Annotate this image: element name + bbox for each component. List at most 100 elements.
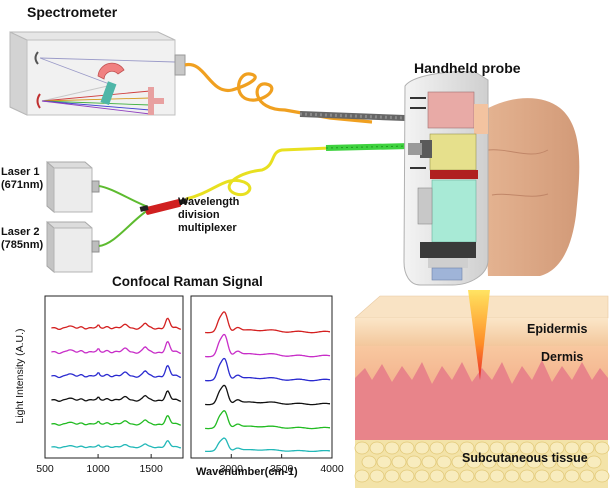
fat-cell-3 [384, 441, 400, 455]
laser-1-name: Laser 1 [1, 166, 40, 178]
fat-cell-40 [444, 469, 460, 483]
fat-cell-13 [534, 441, 550, 455]
fat-cell-22 [421, 455, 437, 469]
probe-lens-block [431, 179, 477, 243]
laser-2-label: Laser 2 (785nm) [1, 226, 43, 252]
fat-cells [354, 441, 610, 483]
spectrometer-grating [97, 62, 125, 80]
fat-cell-37 [399, 469, 415, 483]
spectrometer-detector [148, 87, 164, 115]
fat-cell-18 [361, 455, 377, 469]
high-wavenumber-series-3 [205, 357, 331, 382]
collection-fiber-connector [299, 111, 406, 121]
fingerprint-series-1 [51, 317, 182, 331]
fat-cell-4 [399, 441, 415, 455]
fingerprint-tick-label-500: 500 [36, 463, 54, 475]
laser-2 [46, 220, 100, 274]
fat-cell-36 [384, 469, 400, 483]
high-wavenumber-series-2 [205, 333, 331, 358]
chart-xlabel: Wavenumber(cm-1) [196, 466, 298, 478]
chart-title: Confocal Raman Signal [112, 274, 263, 289]
high-wavenumber-series-1 [205, 311, 331, 334]
fat-cell-27 [496, 455, 512, 469]
fat-cell-45 [519, 469, 535, 483]
fat-cell-39 [429, 469, 445, 483]
fat-cell-31 [556, 455, 572, 469]
fat-cell-48 [564, 469, 580, 483]
fat-cell-5 [414, 441, 430, 455]
fat-cell-24 [451, 455, 467, 469]
handheld-probe-label: Handheld probe [414, 60, 521, 76]
fat-cell-6 [429, 441, 445, 455]
high-wavenumber-tick-label-3500: 3500 [270, 463, 294, 475]
handheld-probe [403, 71, 580, 286]
fat-cell-20 [391, 455, 407, 469]
fat-cell-38 [414, 469, 430, 483]
high-wavenumber-tick-label-3000: 3000 [220, 463, 244, 475]
fat-cell-23 [436, 455, 452, 469]
fat-cell-46 [534, 469, 550, 483]
fat-cell-41 [459, 469, 475, 483]
laser-1 [46, 160, 100, 214]
fingerprint-series-2 [51, 340, 182, 355]
spectrometer-label: Spectrometer [27, 4, 118, 20]
fingerprint-series-3 [51, 364, 182, 379]
fat-cell-26 [481, 455, 497, 469]
spectrometer [9, 31, 186, 116]
fat-cell-28 [511, 455, 527, 469]
subcutaneous-label: Subcutaneous tissue [462, 451, 588, 465]
high-wavenumber-series-4 [205, 384, 331, 406]
dermis-label: Dermis [541, 350, 584, 364]
fat-cell-43 [489, 469, 505, 483]
spectrometer-port [174, 54, 186, 76]
high-wavenumber-series-6 [205, 437, 331, 453]
laser-2-fiber [98, 209, 149, 247]
skin-cross-section [354, 295, 610, 488]
fat-cell-9 [474, 441, 490, 455]
fat-cell-7 [444, 441, 460, 455]
fat-cell-47 [549, 469, 565, 483]
fingerprint-panel-frame [44, 295, 184, 459]
epidermis-label: Epidermis [527, 322, 588, 336]
wdm-label-line-3: multiplexer [178, 222, 237, 234]
fingerprint-series-6 [51, 439, 181, 449]
fat-cell-17 [594, 441, 610, 455]
fat-cell-11 [504, 441, 520, 455]
laser-1-label: Laser 1 (671nm) [1, 166, 43, 192]
fat-cell-44 [504, 469, 520, 483]
spectrometer-mirror [34, 51, 39, 65]
fat-cell-35 [369, 469, 385, 483]
wdm-label-line-1: Wavelength [178, 196, 240, 208]
fat-cell-42 [474, 469, 490, 483]
wavelength-division-multiplexer [139, 198, 188, 215]
fat-cell-49 [579, 469, 595, 483]
fat-cell-34 [354, 469, 370, 483]
fat-cell-10 [489, 441, 505, 455]
spectrometer-detector-element [100, 81, 117, 106]
fat-cell-16 [579, 441, 595, 455]
laser-1-wavelength: (671nm) [1, 179, 44, 191]
probe-red-stripe [430, 170, 478, 179]
probe-upper-block [427, 91, 475, 129]
fingerprint-tick-label-1500: 1500 [139, 463, 163, 475]
excitation-fiber [185, 146, 331, 201]
fat-cell-33 [586, 455, 602, 469]
wdm-label: Wavelength division multiplexer [178, 196, 239, 235]
fat-cell-30 [541, 455, 557, 469]
fingerprint-series-4 [51, 390, 182, 402]
fingerprint-series-5 [51, 414, 182, 426]
high-wavenumber-series-5 [205, 410, 331, 430]
laser-2-name: Laser 2 [1, 226, 40, 238]
chart-ylabel: Light Intensity (A.U.) [14, 328, 26, 424]
spectrometer-mirror-2 [36, 93, 41, 109]
fingerprint-tick-label-1000: 1000 [86, 463, 110, 475]
high-wavenumber-panel-frame [190, 295, 333, 459]
fat-cell-12 [519, 441, 535, 455]
fat-cell-1 [354, 441, 370, 455]
fat-cell-25 [466, 455, 482, 469]
probe-dichroic [474, 104, 488, 134]
fat-cell-21 [406, 455, 422, 469]
fat-cell-32 [571, 455, 587, 469]
